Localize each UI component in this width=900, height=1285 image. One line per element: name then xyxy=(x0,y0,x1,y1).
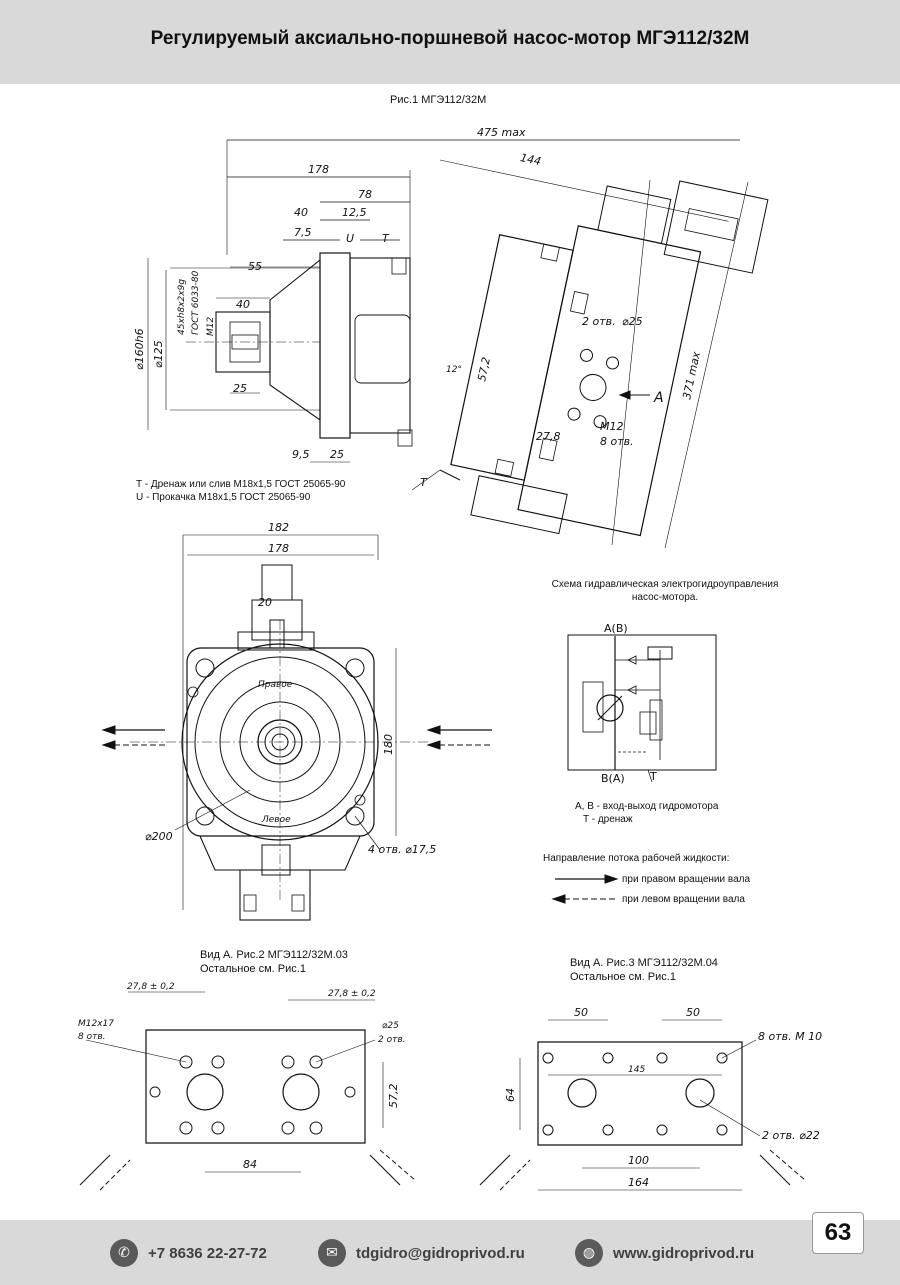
fig3-dim-64: 64 xyxy=(504,1088,517,1102)
dim-spline: 45xh8x2x9g xyxy=(177,279,187,335)
page-number: 63 xyxy=(812,1212,864,1254)
footer-phone[interactable]: ✆ +7 8636 22-27-72 xyxy=(110,1238,267,1268)
dim-d200: ⌀200 xyxy=(145,830,173,843)
fig3-caption-line2: Остальное см. Рис.1 xyxy=(570,971,676,983)
note-u: U - Прокачка М18х1,5 ГОСТ 25065-90 xyxy=(136,492,311,503)
phone-text: +7 8636 22-27-72 xyxy=(148,1244,267,1262)
scheme-title-line2: насос-мотора. xyxy=(631,592,699,603)
dim-25: 25 xyxy=(233,382,247,395)
fig3-dim-164: 164 xyxy=(628,1176,649,1189)
scheme-title-line1: Схема гидравлическая электрогидроуправле… xyxy=(551,579,779,590)
fig2-dim-d25: ⌀25 xyxy=(382,1021,399,1031)
fig2-dim-57-2: 57,2 xyxy=(387,1084,400,1109)
legend-t: T - дренаж xyxy=(583,814,633,825)
email-text: tdgidro@gidroprivod.ru xyxy=(356,1244,525,1262)
label-pravoe: Правое xyxy=(258,680,293,690)
fig3-caption: Вид А. Рис.3 МГЭ112/32М.04 Остальное см.… xyxy=(570,956,718,984)
dim-m12: M12 xyxy=(206,317,216,336)
scheme-label-ab: A(B) xyxy=(604,622,628,635)
footer-bar xyxy=(0,1220,900,1285)
dim-27-8: 27,8 xyxy=(536,430,561,443)
fig2-caption: Вид А. Рис.2 МГЭ112/32М.03 Остальное см.… xyxy=(200,948,348,976)
dim-78: 78 xyxy=(358,188,372,201)
dim-12-5: 12,5 xyxy=(342,206,367,219)
phone-icon: ✆ xyxy=(110,1239,138,1267)
dim-178b: 178 xyxy=(268,542,289,555)
dim-d160: ⌀160h6 xyxy=(133,328,146,370)
dim-182: 182 xyxy=(268,521,289,534)
dim-m12b: M12 xyxy=(600,420,624,433)
port-t-label: T xyxy=(382,232,390,245)
dim-144: 144 xyxy=(519,151,542,168)
front-view-dim-text: 182 178 20 180 ⌀200 4 отв. ⌀17,5 Правое … xyxy=(145,521,436,856)
dim-178: 178 xyxy=(308,163,329,176)
dim-371: 371 max xyxy=(680,350,703,401)
fig2-dim-text: 27,8 ± 0,2 27,8 ± 0,2 M12x17 8 отв. ⌀25 … xyxy=(78,982,406,1171)
fig3-dim-145: 145 xyxy=(628,1065,645,1075)
fig2-dim-holes2: 2 отв. xyxy=(378,1035,406,1045)
fig3-dim-holes8: 8 отв. M 10 xyxy=(758,1030,822,1043)
fig2-dim-m12x17: M12x17 xyxy=(78,1019,114,1029)
footer-site[interactable]: ◍ www.gidroprivod.ru xyxy=(575,1238,754,1268)
dim-7-5: 7,5 xyxy=(294,226,312,239)
dim-55: 55 xyxy=(248,260,262,273)
dim-d25: ⌀25 xyxy=(622,315,643,328)
fig2-dim-27-8a: 27,8 ± 0,2 xyxy=(127,982,175,992)
fig1-drawing xyxy=(147,139,769,549)
dim-20: 20 xyxy=(258,596,272,609)
fig2-caption-line2: Остальное см. Рис.1 xyxy=(200,963,306,975)
hydraulic-scheme xyxy=(551,634,717,904)
fig3-dim-100: 100 xyxy=(628,1154,649,1167)
dim-4-holes: 4 отв. ⌀17,5 xyxy=(368,843,436,856)
dim-57-2: 57,2 xyxy=(475,356,493,383)
fig3-dim-50a: 50 xyxy=(574,1006,588,1019)
fig3-dim-holes2: 2 отв. ⌀22 xyxy=(762,1129,820,1142)
scheme-legend: A, B - вход-выход гидромотора T - дренаж xyxy=(575,800,718,826)
scheme-label-t: T xyxy=(649,770,657,783)
fig1-notes: T - Дренаж или слив М18х1,5 ГОСТ 25065-9… xyxy=(136,478,345,504)
footer-email[interactable]: ✉ tdgidro@gidroprivod.ru xyxy=(318,1238,525,1268)
dim-40b: 40 xyxy=(236,298,250,311)
fig2-caption-line1: Вид А. Рис.2 МГЭ112/32М.03 xyxy=(200,949,348,961)
fig2-dim-84: 84 xyxy=(243,1158,257,1171)
dim-25b: 25 xyxy=(330,448,344,461)
label-levoe: Левое xyxy=(261,815,291,825)
fig3-drawing xyxy=(479,1019,806,1191)
scheme-label-ba: B(A) xyxy=(601,772,625,785)
fig1-caption: Рис.1 МГЭ112/32М xyxy=(390,94,487,106)
dim-gost: ГОСТ 6033-80 xyxy=(191,270,201,335)
fig3-caption-line1: Вид А. Рис.3 МГЭ112/32М.04 xyxy=(570,957,718,969)
dim-holes2: 2 отв. xyxy=(582,315,616,328)
fig2-dim-27-8b: 27,8 ± 0,2 xyxy=(328,989,376,999)
fig2-dim-holes8: 8 отв. xyxy=(78,1032,106,1042)
port-u-label: U xyxy=(346,232,354,245)
site-text: www.gidroprivod.ru xyxy=(613,1244,755,1262)
dim-40: 40 xyxy=(294,206,308,219)
scheme-title: Схема гидравлическая электрогидроуправле… xyxy=(530,578,800,604)
dim-d125: ⌀125 xyxy=(152,340,165,368)
front-view-drawing xyxy=(101,534,492,921)
view-a-label: A xyxy=(653,390,664,406)
fig2-drawing xyxy=(79,991,416,1191)
email-icon: ✉ xyxy=(318,1239,346,1267)
flow-left: при левом вращении вала xyxy=(622,894,745,905)
port-t-label-b: T xyxy=(420,476,428,489)
note-t: T - Дренаж или слив М18х1,5 ГОСТ 25065-9… xyxy=(136,479,346,490)
scheme-labels: A(B) B(A) T xyxy=(601,622,657,785)
header-bar: Регулируемый аксиально-поршневой насос-м… xyxy=(0,0,900,84)
dim-9-5: 9,5 xyxy=(292,448,310,461)
globe-icon: ◍ xyxy=(575,1239,603,1267)
fig3-dim-text: 50 50 8 отв. M 10 145 64 2 отв. ⌀22 100 … xyxy=(504,1006,822,1189)
dim-180: 180 xyxy=(382,734,395,755)
dim-holes8: 8 отв. xyxy=(600,435,634,448)
dim-angle: 12° xyxy=(446,365,462,375)
fig3-dim-50b: 50 xyxy=(686,1006,700,1019)
flow-title: Направление потока рабочей жидкости: xyxy=(543,853,730,864)
page-title: Регулируемый аксиально-поршневой насос-м… xyxy=(150,28,750,49)
flow-right: при правом вращении вала xyxy=(622,874,751,885)
dim-475: 475 max xyxy=(477,126,526,139)
legend-ab: A, B - вход-выход гидромотора xyxy=(575,801,719,812)
fig1-dim-text: 475 max 178 144 78 40 12,5 7,5 U T 55 40… xyxy=(133,126,703,489)
